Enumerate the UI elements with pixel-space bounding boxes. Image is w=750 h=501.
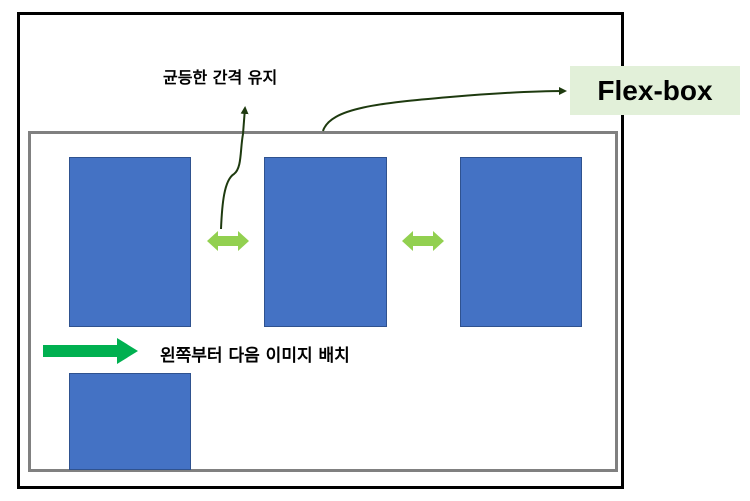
spacing-double-arrow-1 <box>207 231 249 251</box>
flexbox-connector <box>322 87 567 132</box>
image-block-4 <box>69 373 191 470</box>
image-block-1 <box>69 157 191 327</box>
image-block-3 <box>460 157 582 327</box>
flexbox-badge: Flex-box <box>570 66 740 115</box>
even-spacing-label: 균등한 간격 유지 <box>163 68 278 87</box>
outer-frame <box>17 12 624 489</box>
spacing-connector <box>220 106 249 230</box>
flex-container <box>28 131 618 472</box>
image-block-2 <box>264 157 387 327</box>
spacing-double-arrow-2 <box>402 231 444 251</box>
left-to-right-label: 왼쪽부터 다음 이미지 배치 <box>160 346 350 366</box>
direction-arrow <box>43 338 138 364</box>
